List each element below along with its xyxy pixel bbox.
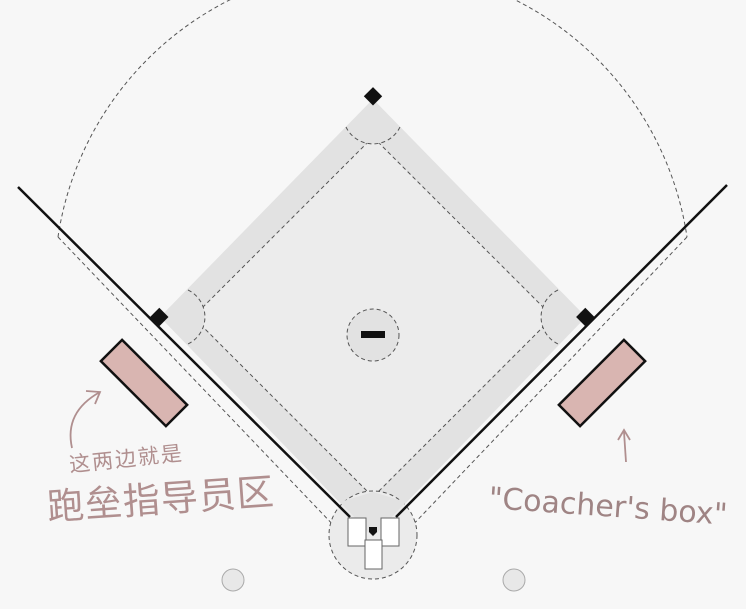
arrow-to-right-coach-box-icon [623,431,627,463]
left-foul-line [17,186,351,518]
arrow-to-left-coach-box-icon [69,391,101,449]
home-plate [369,527,377,536]
outfield-grass-arc [57,0,688,238]
batters-box-right [380,517,400,547]
on-deck-circle-left [221,568,245,592]
on-deck-circle-right [502,568,526,592]
second-base-cutout [345,126,401,145]
third-base-cutout [187,289,206,345]
second-base [363,87,383,106]
arrow-head-left [85,390,102,405]
catchers-box [364,539,383,570]
coach-box-third-base [99,338,189,428]
annotation-coach-box-chinese: 跑垒指导员区 [46,470,276,529]
annotation-coachers-box: "Coacher's box" [487,481,728,533]
third-base [150,307,169,327]
annotation-these-two-sides: 这两边就是 [68,441,185,477]
outfield-arc-edge-right [407,236,688,531]
batters-box-left [347,517,367,547]
coach-box-first-base [557,338,647,428]
right-foul-line [395,184,728,518]
first-base-cutout [540,289,559,345]
pitchers-rubber [361,331,385,338]
first-base [576,307,595,327]
home-infield-edge [340,492,406,537]
outfield-arc-edge-left [57,236,339,531]
arrow-head-right [617,428,631,441]
